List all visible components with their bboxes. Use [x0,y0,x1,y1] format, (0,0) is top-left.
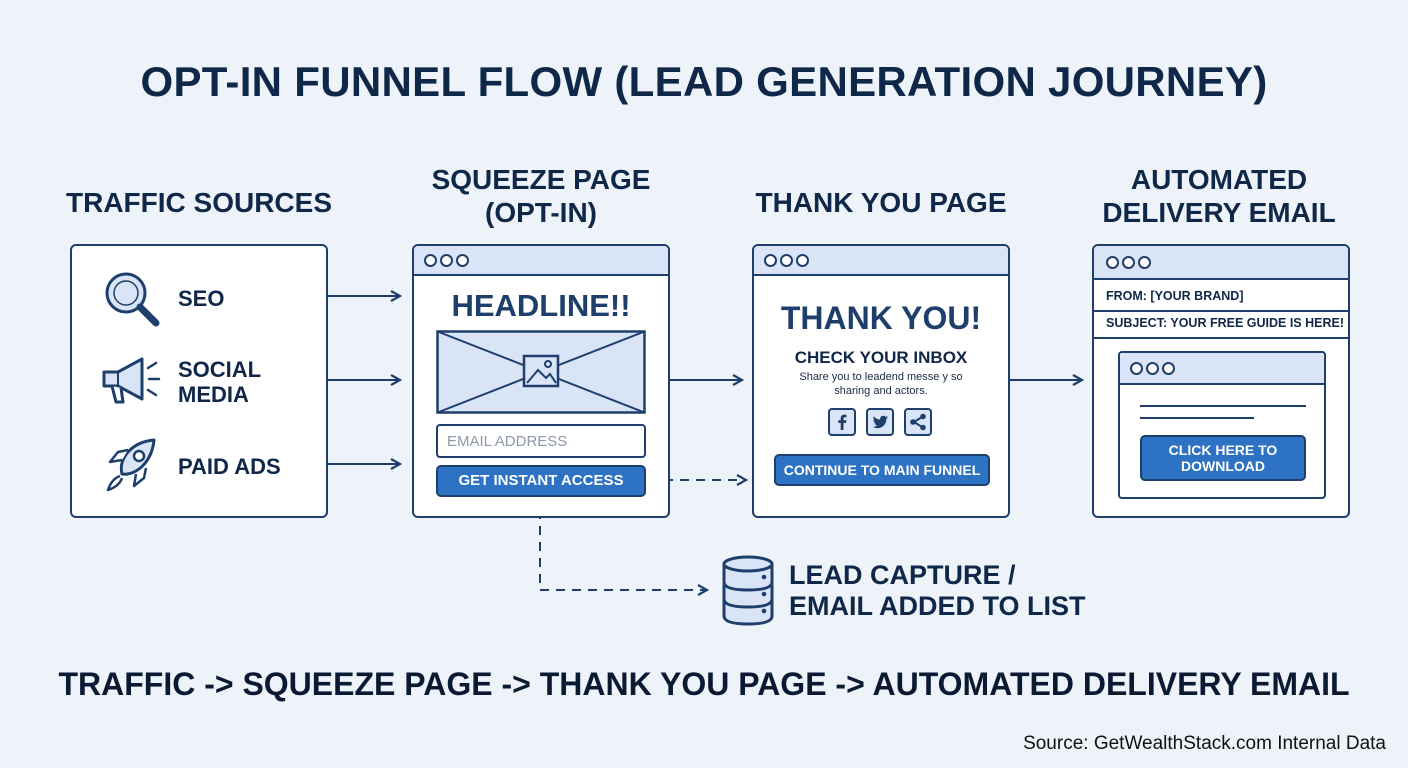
email-text-line [1140,405,1306,407]
window-titlebar [754,246,1008,276]
heading-email-line2: DELIVERY EMAIL [1102,197,1336,228]
window-dot-icon [1106,256,1119,269]
window-dot-icon [1162,362,1175,375]
social-media-line2: MEDIA [178,382,249,407]
thank-you-heading: THANK YOU! [780,300,982,336]
window-dot-icon [1138,256,1151,269]
continue-main-funnel-button[interactable]: CONTINUE TO MAIN FUNNEL [774,454,990,486]
window-dot-icon [780,254,793,267]
download-button-line1: CLICK HERE TO [1168,442,1278,458]
heading-delivery-email: AUTOMATED DELIVERY EMAIL [1080,163,1358,229]
email-divider [1094,337,1348,339]
heading-squeeze-line2: (OPT-IN) [485,197,597,228]
email-from-line: FROM: [YOUR BRAND] [1106,289,1244,303]
window-dot-icon [424,254,437,267]
funnel-summary: TRAFFIC -> SQUEEZE PAGE -> THANK YOU PAG… [58,666,1350,702]
window-dot-icon [764,254,777,267]
magnifier-icon [105,272,160,327]
lead-capture-line2: EMAIL ADDED TO LIST [789,591,1086,621]
heading-squeeze-page: SQUEEZE PAGE (OPT-IN) [400,163,682,229]
share-icon[interactable] [904,408,932,436]
database-icon [722,555,774,626]
email-body-titlebar [1120,353,1324,385]
squeeze-page-window: HEADLINE!! EMAIL ADDRESS GET INSTANT ACC… [412,244,670,518]
window-dot-icon [796,254,809,267]
image-placeholder-icon [436,330,646,414]
lead-capture-line1: LEAD CAPTURE / [789,560,1016,590]
email-subject-line: SUBJECT: YOUR FREE GUIDE IS HERE! [1106,316,1345,330]
megaphone-icon [102,357,161,404]
facebook-icon[interactable] [828,408,856,436]
arrow-lead-capture [539,494,707,590]
email-divider [1094,310,1348,312]
social-media-line1: SOCIAL [178,357,262,382]
delivery-email-window: FROM: [YOUR BRAND] SUBJECT: YOUR FREE GU… [1092,244,1350,518]
thank-you-body: Share you to leadend messe y so sharing … [754,370,1008,398]
thank-you-page-window: THANK YOU! CHECK YOUR INBOX Share you to… [752,244,1010,518]
lead-capture-label: LEAD CAPTURE / EMAIL ADDED TO LIST [789,560,1086,622]
traffic-source-social-media: SOCIAL MEDIA [178,357,261,407]
window-dot-icon [1146,362,1159,375]
click-to-download-button[interactable]: CLICK HERE TO DOWNLOAD [1140,435,1306,481]
rocket-icon [106,438,156,492]
squeeze-headline: HEADLINE!! [451,288,631,323]
page-title: OPT-IN FUNNEL FLOW (LEAD GENERATION JOUR… [140,58,1268,105]
email-text-line [1140,417,1254,419]
window-dot-icon [1122,256,1135,269]
download-button-line2: DOWNLOAD [1181,458,1265,474]
traffic-source-seo: SEO [178,286,225,311]
source-note: Source: GetWealthStack.com Internal Data [1023,733,1386,754]
window-titlebar [414,246,668,276]
email-input[interactable]: EMAIL ADDRESS [436,424,646,458]
traffic-sources-panel: SEO SOCIAL MEDIA PAID ADS [70,244,328,518]
heading-thank-you-page: THANK YOU PAGE [755,187,1007,218]
window-titlebar [1094,246,1348,280]
heading-email-line1: AUTOMATED [1130,164,1308,195]
heading-squeeze-line1: SQUEEZE PAGE [431,164,651,195]
get-instant-access-button[interactable]: GET INSTANT ACCESS [436,465,646,497]
email-placeholder: EMAIL ADDRESS [447,433,568,450]
thank-you-body-line1: Share you to leadend messe y so [799,371,963,383]
check-inbox-text: CHECK YOUR INBOX [794,348,968,367]
email-body-window: CLICK HERE TO DOWNLOAD [1118,351,1326,499]
heading-traffic-sources: TRAFFIC SOURCES [66,187,332,218]
window-dot-icon [456,254,469,267]
traffic-source-paid-ads: PAID ADS [178,454,281,479]
window-dot-icon [440,254,453,267]
window-dot-icon [1130,362,1143,375]
thank-you-body-line2: sharing and actors. [834,385,928,397]
twitter-icon[interactable] [866,408,894,436]
